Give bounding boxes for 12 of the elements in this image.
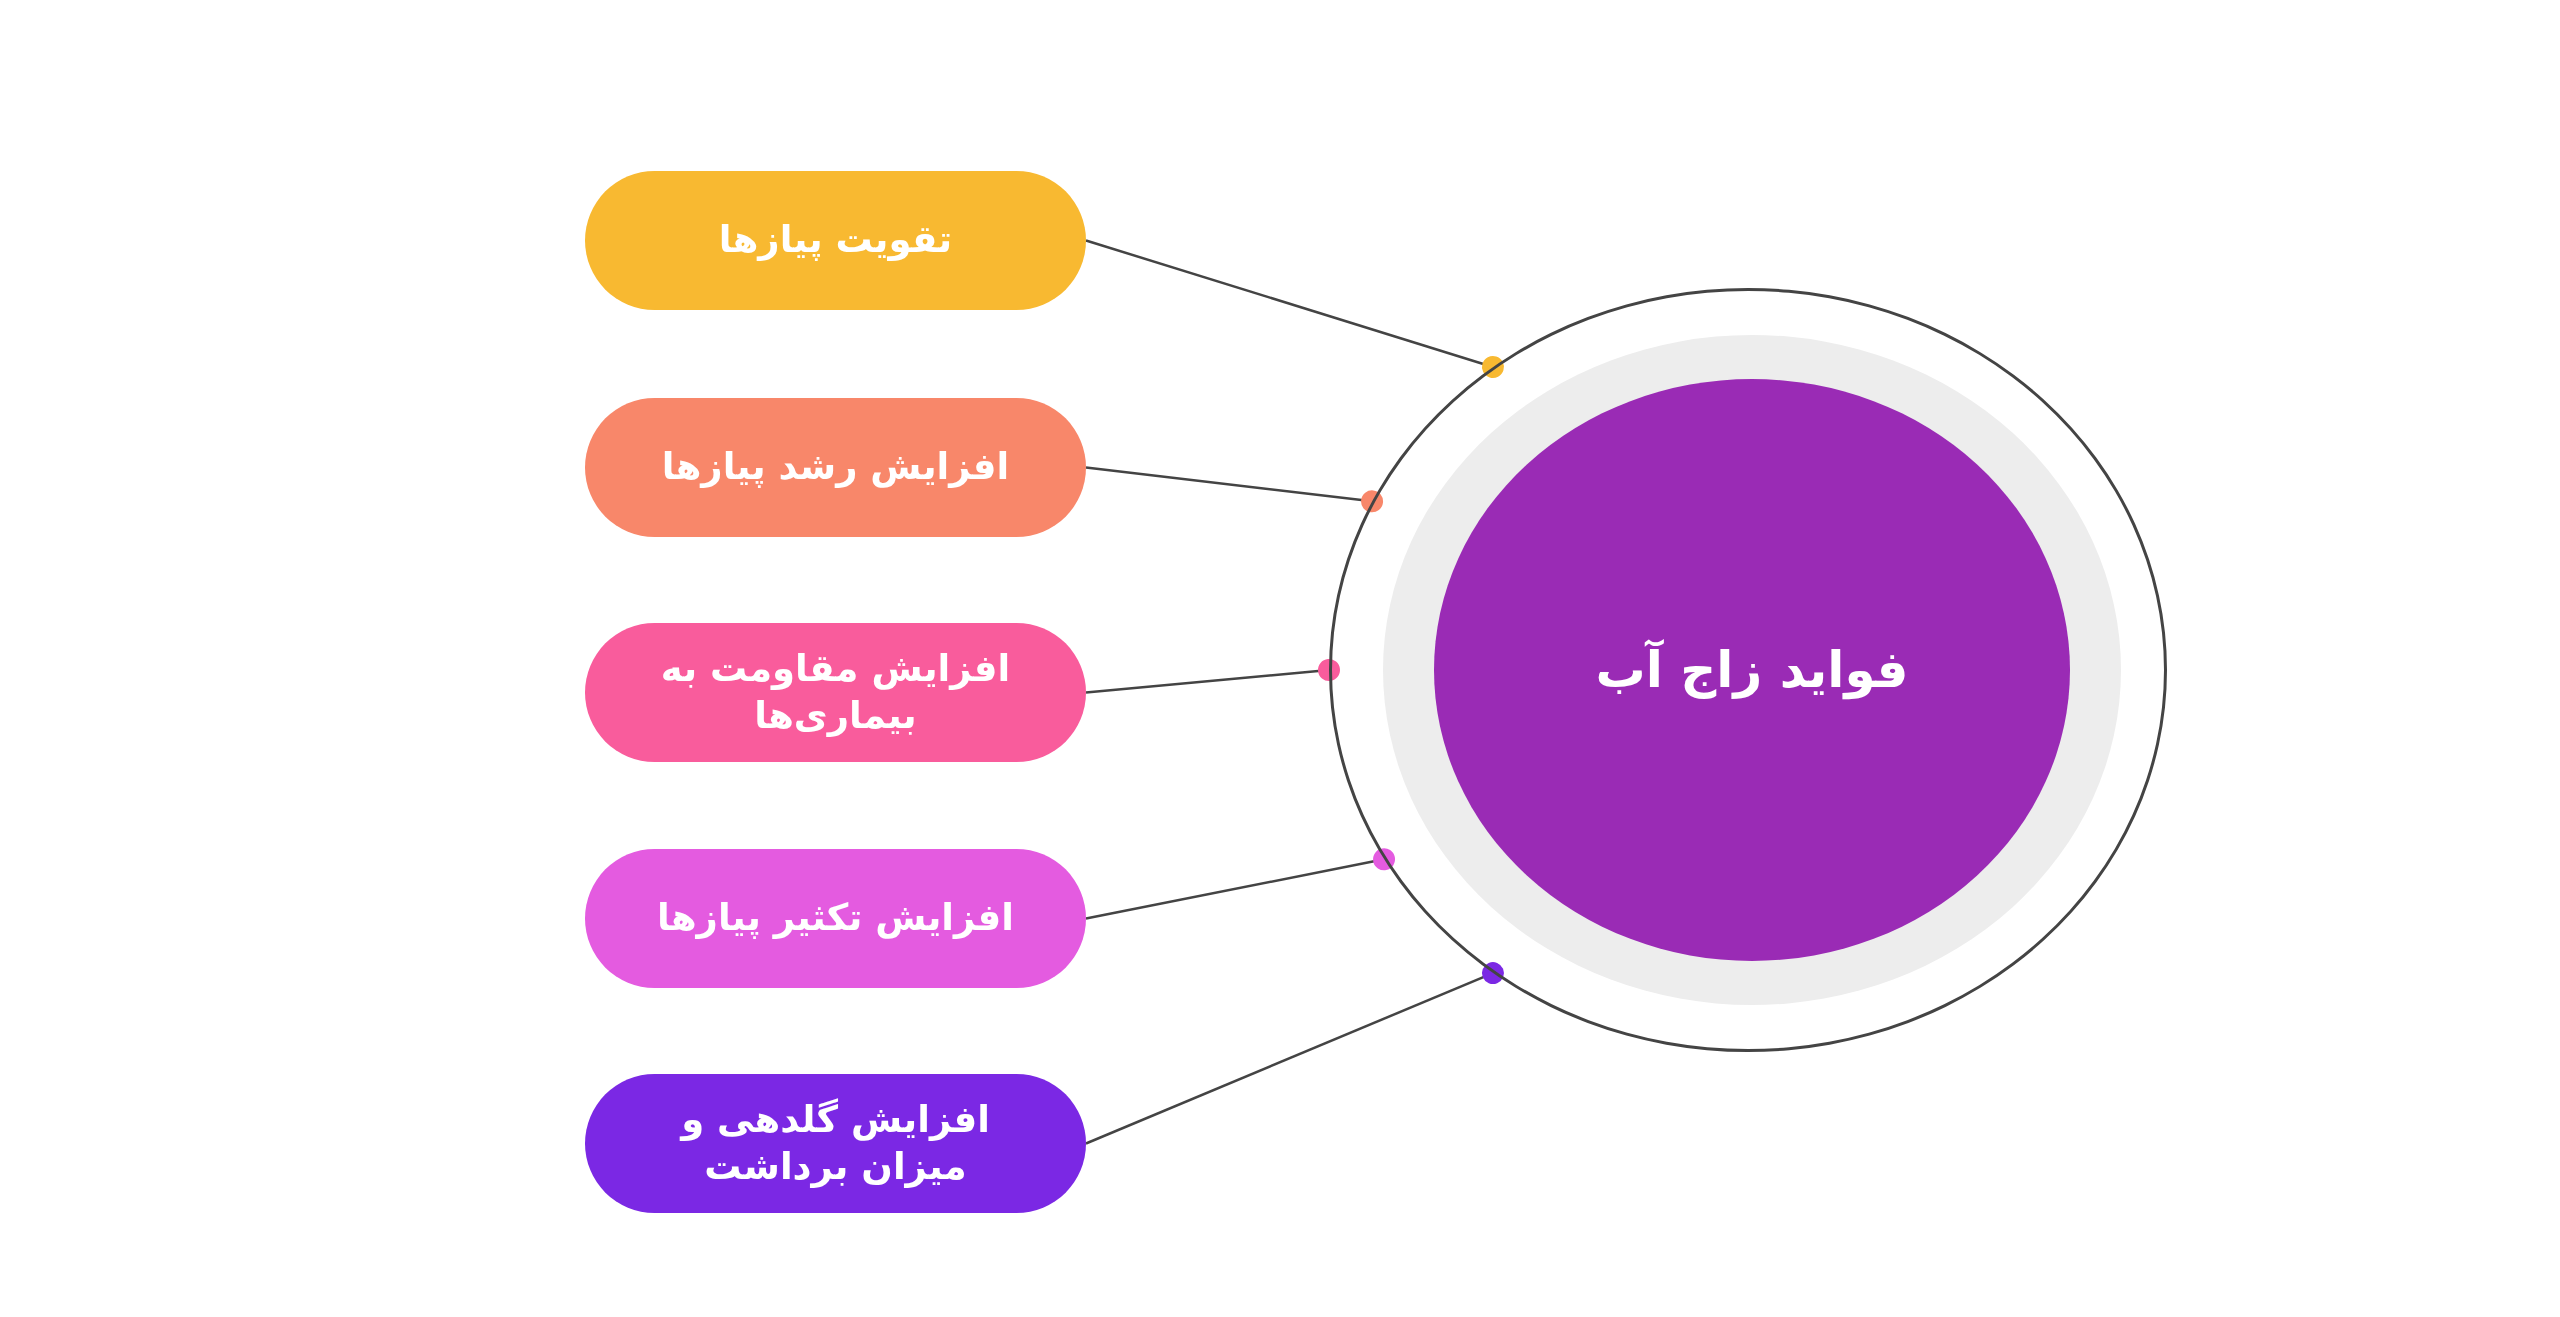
connector-line <box>1085 239 1504 378</box>
label-text: تقویت پیازها <box>718 217 953 264</box>
label-text: افزایش رشد پیازها <box>661 444 1010 491</box>
label-text: افزایش مقاومت به بیماری‌ها <box>659 646 1012 739</box>
label-text: فواید زاج آب <box>1595 638 1909 702</box>
connector-line <box>1085 659 1340 694</box>
center-circle <box>1329 288 2167 1052</box>
connector-line <box>1085 848 1395 920</box>
label-text: افزایش گلدهی و میزان برداشت <box>678 1097 991 1190</box>
connector-line <box>1085 962 1504 1145</box>
label-text: افزایش تکثیر پیازها <box>657 895 1014 942</box>
connector-line <box>1085 466 1384 513</box>
